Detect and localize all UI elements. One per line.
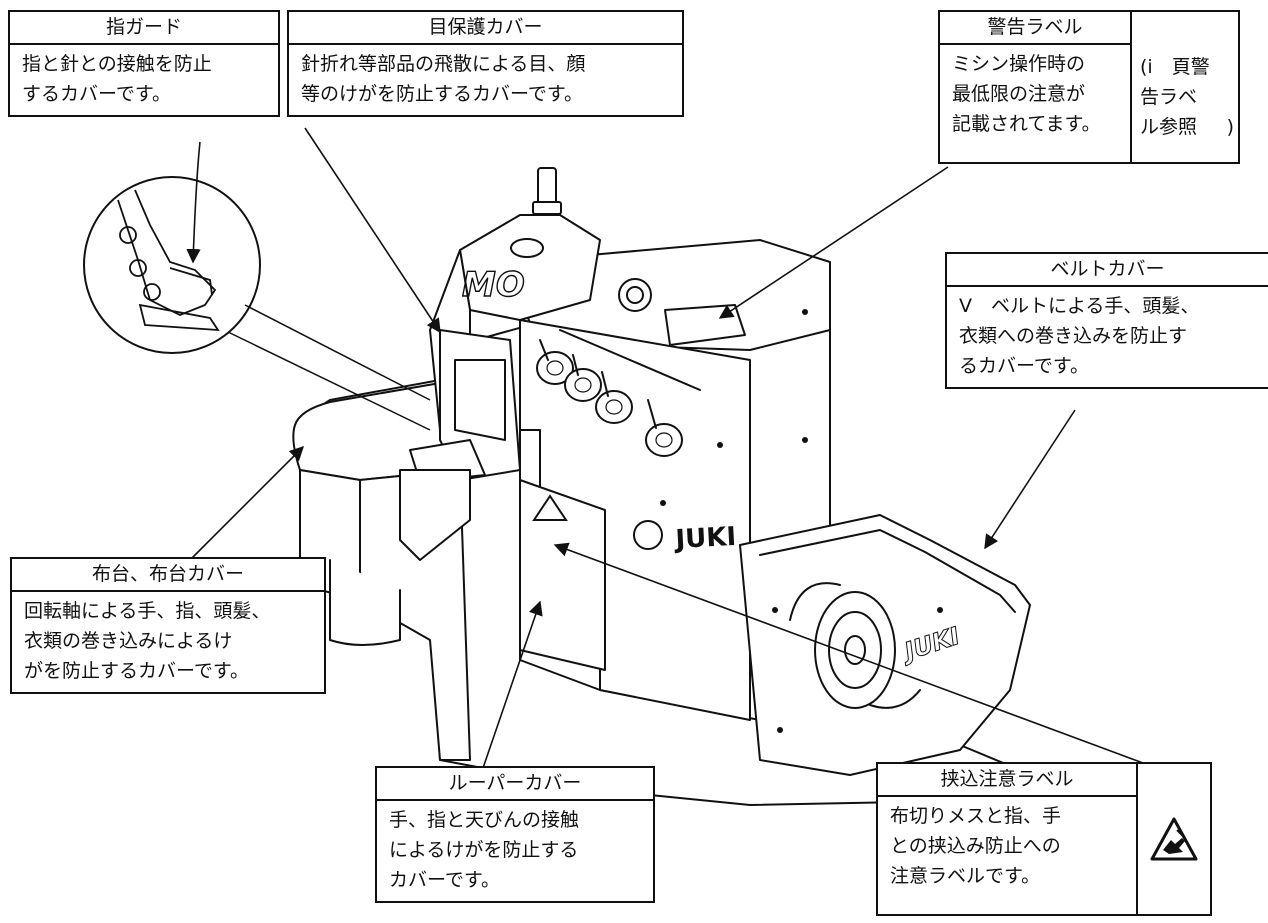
pinch-icon-cell (1138, 764, 1210, 914)
callout-finger-guard: 指ガード 指と針との接触を防止 するカバーです。 (8, 10, 280, 117)
warning-hand-pinch-icon (1150, 817, 1198, 861)
callout-belt-cover: ベルトカバー V ベルトによる手、頭髪、 衣類への巻き込みを防止す るカバーです… (945, 252, 1268, 389)
callout-warning-label: 警告ラベル ミシン操作時の 最低限の注意が 記載されてます。 (i 頁警 告ラベ… (938, 10, 1240, 164)
callout-title: 指ガード (10, 12, 278, 45)
reference-close-paren: ) (1226, 116, 1234, 138)
model-badge: MO (462, 265, 525, 305)
looper-warning-icon (532, 494, 568, 521)
arrow-eye-cover (304, 127, 441, 334)
looper-cover-shape (519, 479, 606, 671)
machine-head (459, 214, 601, 321)
callout-text: 指と針との接触を防止 するカバーです。 (22, 53, 212, 105)
callout-text: 回転軸による手、指、頭髪、 衣類の巻き込みによるけ がを防止するカバーです。 (24, 600, 271, 682)
callout-pinch-label: 挟込注意ラベル 布切りメスと指、手 との挟込み防止への 注意ラベルです。 (876, 762, 1212, 916)
knife-cover (399, 469, 471, 561)
arrow-looper-cover (482, 600, 543, 769)
arrow-warning-label (718, 166, 949, 319)
arrow-belt-cover (984, 409, 1076, 550)
callout-reference: (i 頁警 告ラベ ル参照 ) (1132, 12, 1238, 162)
callout-text: ミシン操作時の 最低限の注意が 記載されてます。 (952, 53, 1101, 135)
callout-table-cover: 布台、布台カバー 回転軸による手、指、頭髪、 衣類の巻き込みによるけ がを防止す… (10, 557, 326, 694)
oil-cap (510, 238, 544, 258)
brand-front: JUKI (673, 522, 737, 555)
arrow-finger-guard (186, 141, 201, 264)
callout-text: 布切りメスと指、手 との挟込み防止への 注意ラベルです。 (890, 805, 1062, 887)
callout-title: ベルトカバー (947, 254, 1268, 287)
callout-title: 挟込注意ラベル (878, 764, 1136, 797)
eye-guard-shape (454, 359, 506, 441)
arrow-pinch-label (553, 542, 1171, 774)
callout-title: 警告ラベル (940, 12, 1130, 45)
reference-text: (i 頁警 告ラベ ル参照 (1140, 56, 1210, 138)
front-badge (633, 520, 663, 550)
callout-looper-cover: ルーパーカバー 手、指と天びんの接触 によるけがを防止する カバーです。 (375, 766, 655, 903)
top-knob (537, 167, 557, 207)
callout-text: V ベルトによる手、頭髪、 衣類への巻き込みを防止す るカバーです。 (959, 295, 1200, 377)
under-bed (329, 559, 401, 646)
callout-title: 布台、布台カバー (12, 559, 324, 592)
callout-eye-cover: 目保護カバー 針折れ等部品の飛散による目、顔 等のけがを防止するカバーです。 (287, 10, 684, 117)
callout-text: 針折れ等部品の飛散による目、顔 等のけがを防止するカバーです。 (301, 53, 586, 105)
callout-title: ルーパーカバー (377, 768, 653, 801)
finger-guard-magnifier (83, 176, 261, 354)
callout-title: 目保護カバー (289, 12, 682, 45)
callout-text: 手、指と天びんの接触 によるけがを防止する カバーです。 (389, 809, 580, 891)
arrow-table-cover (191, 445, 305, 559)
